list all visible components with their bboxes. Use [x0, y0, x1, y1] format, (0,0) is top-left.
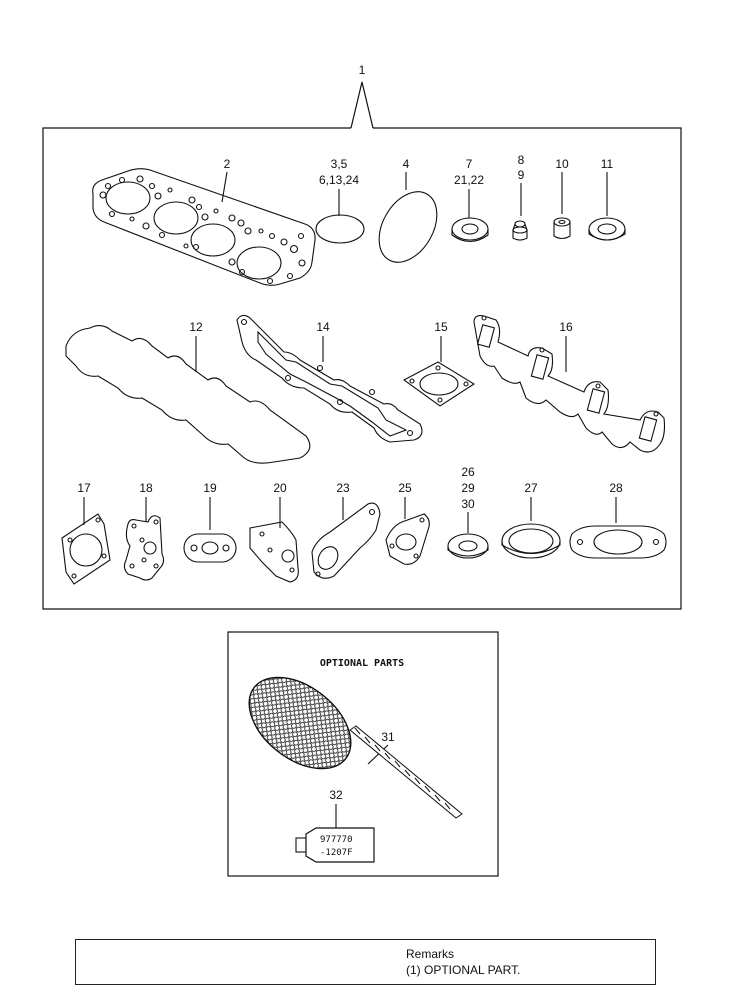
callout-27: 27 — [524, 481, 538, 495]
optional-parts-frame — [227, 631, 499, 877]
callout-19: 19 — [203, 481, 217, 495]
tube-label-line1: 977770 — [320, 835, 353, 845]
callout-26c: 30 — [461, 497, 475, 511]
callout-25: 25 — [398, 481, 412, 495]
head-cover-gasket-part-12 — [65, 325, 311, 464]
callout-14: 14 — [316, 320, 330, 334]
callout-20: 20 — [273, 481, 287, 495]
gasket-part-25 — [385, 513, 430, 565]
manifold-gasket-part-14 — [236, 314, 423, 443]
stem-seal-part-8 — [512, 220, 528, 241]
bushing-part-10 — [553, 217, 571, 240]
gasket-part-23 — [311, 502, 381, 579]
callout-17: 17 — [77, 481, 91, 495]
callout-26: 26 — [461, 465, 475, 479]
callout-26b: 29 — [461, 481, 475, 495]
callout-16: 16 — [559, 320, 573, 334]
callout-11: 11 — [601, 157, 614, 171]
callout-3b: 6,13,24 — [319, 173, 359, 187]
callout-2: 2 — [224, 157, 231, 171]
gasket-part-28 — [569, 525, 667, 559]
sealant-tube-part-32: 977770 -1207F — [295, 827, 375, 863]
gasket-part-19 — [183, 533, 237, 563]
o-ring-part-3 — [315, 214, 365, 244]
callout-4: 4 — [403, 157, 410, 171]
callout-8: 8 — [518, 153, 525, 167]
optional-parts-title: OPTIONAL PARTS — [320, 658, 404, 669]
gasket-part-18 — [123, 515, 165, 581]
gasket-part-20 — [249, 521, 299, 583]
remarks-title: Remarks — [406, 947, 455, 961]
ring-part-27 — [501, 523, 561, 559]
o-ring-part-4 — [378, 191, 438, 263]
washer-part-26 — [447, 533, 489, 559]
cylinder-hone-brush-part-31 — [248, 676, 463, 819]
callout-32: 32 — [329, 788, 343, 802]
callout-28: 28 — [609, 481, 623, 495]
tube-label-line2: -1207F — [320, 848, 353, 858]
gasket-kit-frame — [42, 127, 682, 610]
remarks-note: (1) OPTIONAL PART. — [406, 963, 521, 977]
callout-12: 12 — [189, 320, 203, 334]
remarks-box: Remarks (1) OPTIONAL PART. — [75, 939, 656, 985]
assembly-pointer — [350, 81, 374, 129]
callout-7b: 21,22 — [454, 173, 484, 187]
callout-23: 23 — [336, 481, 350, 495]
gasket-part-17 — [61, 513, 111, 585]
callout-31: 31 — [381, 730, 395, 744]
callout-15: 15 — [434, 320, 448, 334]
exhaust-gasket-part-16 — [473, 315, 666, 453]
leader-lines — [83, 171, 617, 828]
head-gasket-part-2 — [92, 168, 316, 286]
callout-7: 7 — [466, 157, 473, 171]
seal-part-7 — [451, 217, 489, 243]
seal-ring-part-11 — [588, 217, 626, 241]
callout-assembly: 1 — [359, 63, 366, 77]
callout-10: 10 — [555, 157, 569, 171]
callout-3: 3,5 — [331, 157, 348, 171]
callout-8b: 9 — [518, 168, 525, 182]
flange-gasket-part-15 — [402, 361, 476, 407]
callout-18: 18 — [139, 481, 153, 495]
